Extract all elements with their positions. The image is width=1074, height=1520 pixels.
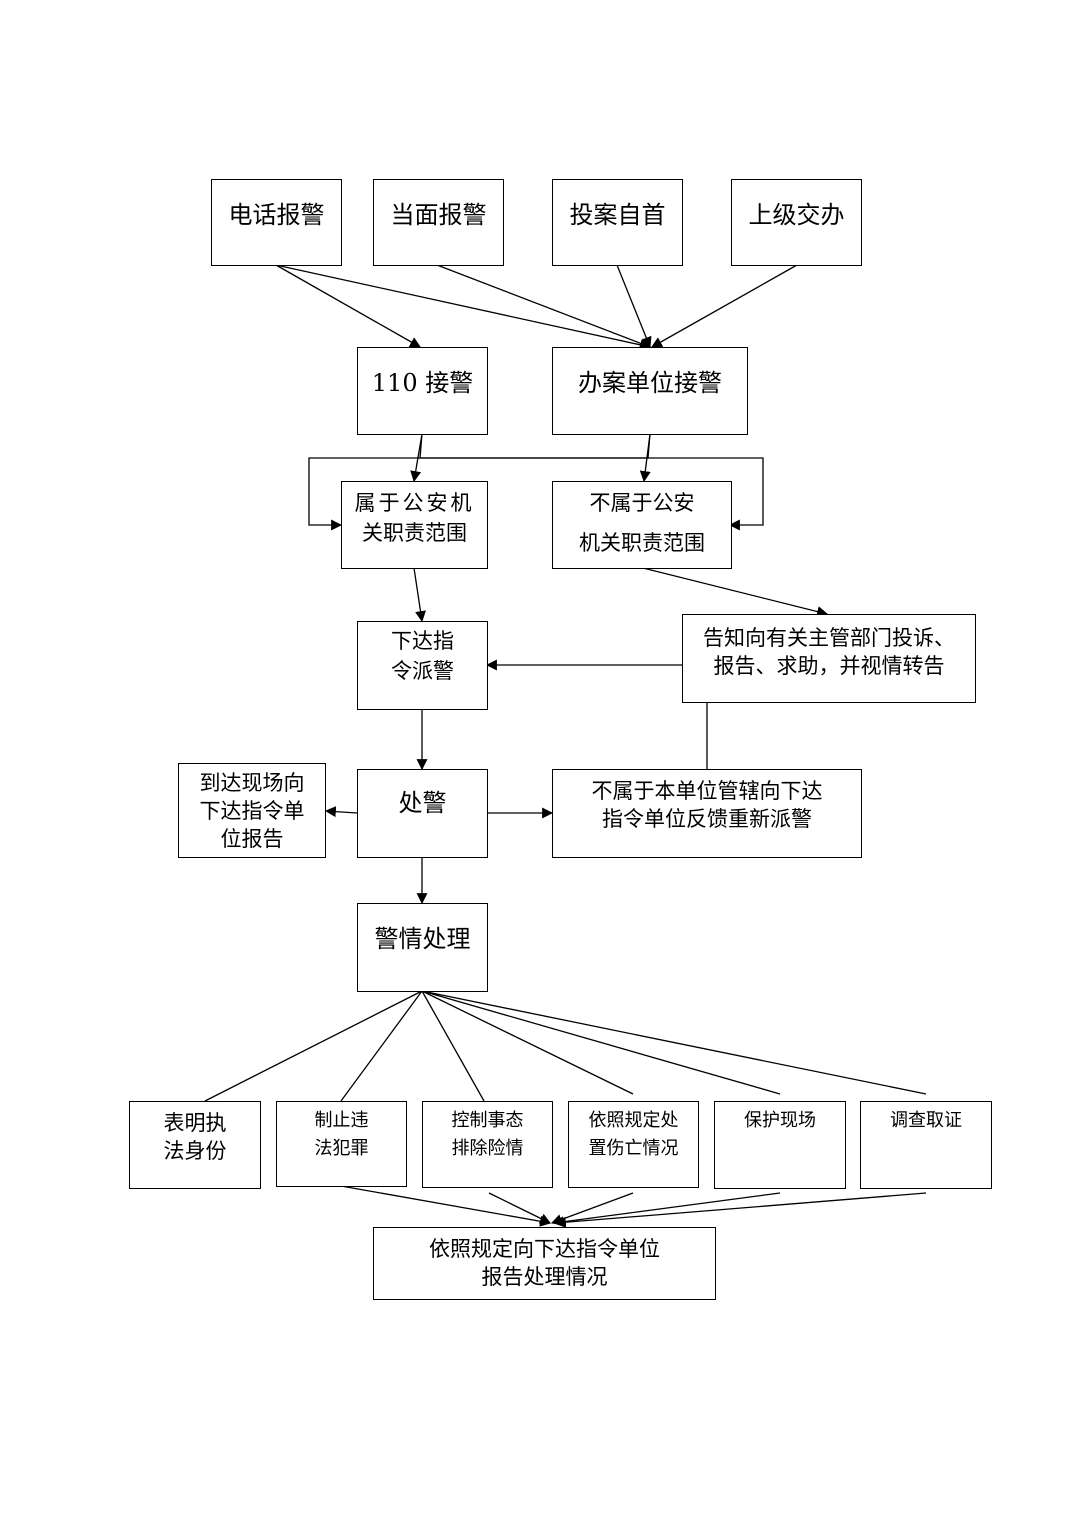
node-label-line1: 下达指 bbox=[391, 629, 454, 653]
node-label-line2: 法犯罪 bbox=[314, 1138, 369, 1159]
node-label-line2: 法身份 bbox=[163, 1139, 227, 1163]
node-label-line1: 表明执 bbox=[163, 1111, 227, 1135]
connector-feedback-to-dispatch bbox=[485, 659, 708, 769]
node-unit-receive: 办案单位接警 bbox=[552, 347, 748, 435]
node-label: 电话报警 bbox=[228, 201, 325, 229]
arrow-phone-to-110 bbox=[275, 264, 421, 348]
node-label: 办案单位接警 bbox=[578, 369, 722, 397]
node-not-in-scope: 不属于公安 机关职责范围 bbox=[552, 481, 732, 569]
node-label-line2: 令派警 bbox=[391, 659, 454, 683]
line-process-to-identity bbox=[204, 990, 423, 1102]
node-label-line2: 机关职责范围 bbox=[579, 531, 705, 555]
node-surrender: 投案自首 bbox=[552, 179, 683, 266]
line-process-to-evidence bbox=[421, 990, 927, 1095]
node-label-line1: 不属于公安 bbox=[589, 491, 695, 515]
connector-unit-to-in-scope bbox=[308, 433, 651, 531]
node-label-line2: 指令单位反馈重新派警 bbox=[602, 807, 812, 831]
line-process-to-protect bbox=[421, 990, 781, 1095]
node-label-line1: 属于公安机 bbox=[354, 491, 475, 515]
arrow-phone-to-unit bbox=[275, 264, 652, 351]
node-dispatch: 下达指 令派警 bbox=[357, 621, 488, 710]
node-label-line1: 制止违 bbox=[314, 1110, 369, 1131]
connector-110-to-not-scope bbox=[419, 433, 764, 531]
node-protect-scene: 保护现场 bbox=[714, 1101, 846, 1189]
node-label: 调查取证 bbox=[890, 1110, 962, 1131]
node-label: 当面报警 bbox=[390, 201, 487, 229]
node-label-line2: 下达指令单 bbox=[199, 799, 305, 823]
node-stop-crime: 制止违 法犯罪 bbox=[276, 1101, 407, 1187]
node-label-line2: 排除险情 bbox=[451, 1138, 524, 1159]
arrow-not-scope-to-inform bbox=[642, 567, 829, 617]
node-label-line3: 位报告 bbox=[220, 827, 284, 851]
node-final-report: 依照规定向下达指令单位 报告处理情况 bbox=[373, 1227, 716, 1300]
line-process-to-control bbox=[421, 990, 485, 1102]
arrow-stop-crime-to-report bbox=[340, 1185, 552, 1227]
node-in-scope: 属于公安机 关职责范围 bbox=[341, 481, 488, 569]
node-label: 处警 bbox=[398, 789, 447, 817]
node-label: 投案自首 bbox=[569, 201, 666, 229]
node-label-line2: 置伤亡情况 bbox=[588, 1138, 679, 1159]
arrow-evidence-to-report bbox=[554, 1192, 927, 1228]
line-process-to-casualty bbox=[421, 990, 634, 1095]
node-receive-110: 110 接警 bbox=[357, 347, 488, 435]
node-process: 警情处理 bbox=[357, 903, 488, 992]
arrow-control-to-report bbox=[488, 1192, 551, 1224]
arrow-surrender-to-unit bbox=[616, 264, 652, 349]
node-label-line2: 关职责范围 bbox=[362, 521, 467, 545]
node-collect-evidence: 调查取证 bbox=[860, 1101, 992, 1189]
node-label-line1: 到达现场向 bbox=[199, 771, 305, 795]
node-label-line1: 依照规定处 bbox=[588, 1110, 679, 1131]
arrow-inperson-to-unit bbox=[436, 264, 652, 349]
node-label: 上级交办 bbox=[748, 201, 845, 229]
node-control-situation: 控制事态 排除险情 bbox=[422, 1101, 553, 1188]
node-in-person-report: 当面报警 bbox=[373, 179, 504, 266]
node-label-line1: 告知向有关主管部门投诉、 bbox=[703, 626, 955, 650]
node-not-jurisdiction: 不属于本单位管辖向下达 指令单位反馈重新派警 bbox=[552, 769, 862, 858]
node-show-identity: 表明执 法身份 bbox=[129, 1101, 261, 1189]
arrow-superior-to-unit bbox=[651, 264, 798, 348]
node-superior-assign: 上级交办 bbox=[731, 179, 862, 266]
node-label: 警情处理 bbox=[374, 925, 471, 953]
line-process-to-stop-crime bbox=[340, 990, 423, 1102]
node-arrive-report: 到达现场向 下达指令单 位报告 bbox=[178, 763, 326, 858]
node-handle-casualties: 依照规定处 置伤亡情况 bbox=[568, 1101, 699, 1188]
node-label-line2: 报告、求助，并视情转告 bbox=[713, 654, 945, 678]
node-label-line1: 不属于本单位管辖向下达 bbox=[591, 779, 823, 803]
arrow-handle-to-arrive bbox=[324, 806, 358, 818]
node-label: 保护现场 bbox=[744, 1110, 816, 1131]
node-label: 110 接警 bbox=[371, 369, 474, 397]
node-label-line1: 依照规定向下达指令单位 bbox=[429, 1237, 660, 1261]
node-label-line2: 报告处理情况 bbox=[481, 1265, 608, 1289]
arrow-protect-to-report bbox=[552, 1192, 781, 1228]
node-phone-report: 电话报警 bbox=[211, 179, 342, 266]
arrow-in-scope-to-dispatch bbox=[413, 567, 426, 623]
node-label-line1: 控制事态 bbox=[451, 1110, 524, 1131]
node-inform: 告知向有关主管部门投诉、 报告、求助，并视情转告 bbox=[682, 614, 976, 703]
node-handle: 处警 bbox=[357, 769, 488, 858]
